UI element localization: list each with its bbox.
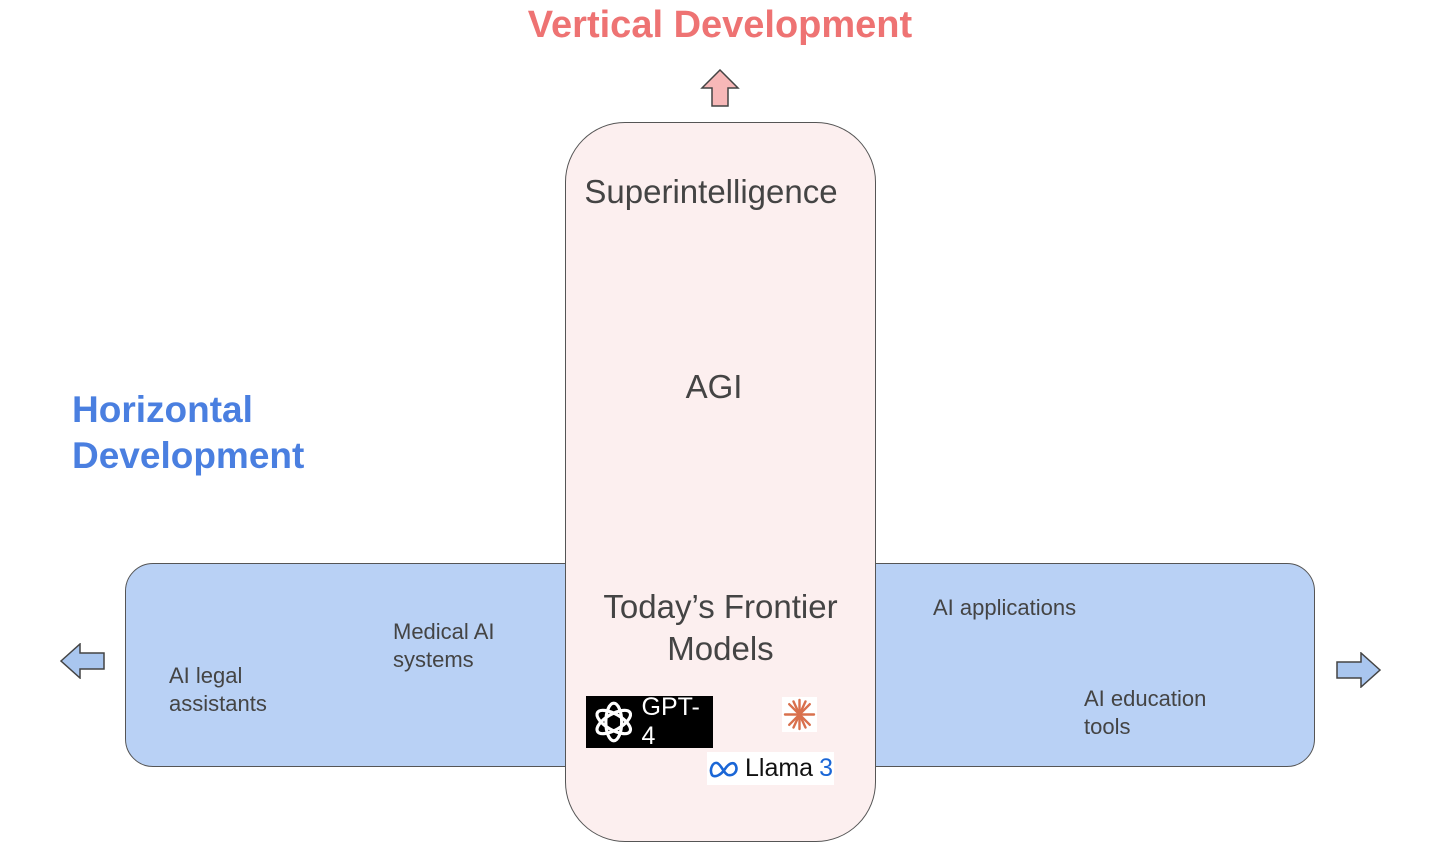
horizontal-title-line1: Horizontal <box>72 389 253 430</box>
legal-line1: AI legal <box>169 663 243 688</box>
label-ai-applications: AI applications <box>933 595 1077 620</box>
anthropic-logo-icon <box>783 698 816 731</box>
horizontal-development-title: Horizontal Development <box>72 387 304 479</box>
meta-logo-icon <box>709 761 738 777</box>
level-agi: AGI <box>685 368 743 405</box>
arrow-up-icon <box>700 69 740 107</box>
horizontal-title-line2: Development <box>72 435 305 476</box>
llama3-logo: Llama 3 <box>707 752 834 785</box>
label-ai-legal-assistants: AI legal assistants <box>169 662 267 718</box>
gpt4-logo: GPT-4 <box>586 693 713 750</box>
education-line2: tools <box>1084 714 1131 739</box>
arrow-right-icon <box>1336 652 1381 688</box>
vertical-development-title: Vertical Development <box>527 4 913 46</box>
frontier-line2: Models <box>667 630 774 667</box>
legal-line2: assistants <box>169 691 267 716</box>
llama-version: 3 <box>819 754 833 782</box>
level-frontier-models: Today’s Frontier Models <box>565 586 876 670</box>
anthropic-logo <box>782 697 817 732</box>
gpt4-label: GPT-4 <box>641 693 700 750</box>
medical-line2: systems <box>393 647 474 672</box>
arrow-left-icon <box>60 643 105 679</box>
frontier-line1: Today’s Frontier <box>603 588 838 625</box>
medical-line1: Medical AI <box>393 619 495 644</box>
openai-logo-icon <box>595 701 633 743</box>
label-medical-ai-systems: Medical AI systems <box>393 618 495 674</box>
level-superintelligence: Superintelligence <box>584 173 838 210</box>
llama-name: Llama <box>745 754 814 782</box>
label-ai-education-tools: AI education tools <box>1084 685 1206 741</box>
education-line1: AI education <box>1084 686 1207 711</box>
